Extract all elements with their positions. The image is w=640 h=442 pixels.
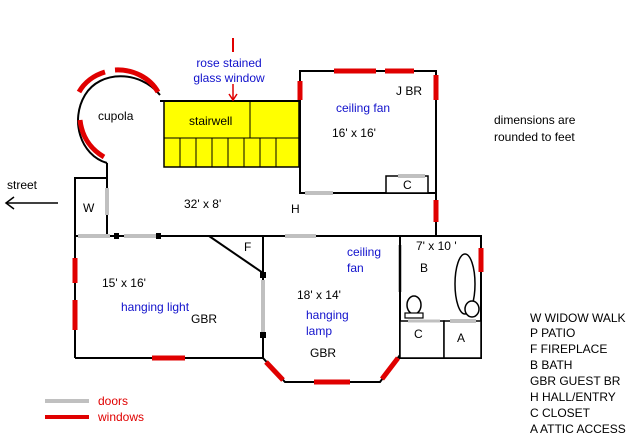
fireplace	[208, 235, 264, 275]
center-ceiling-fan-label-1: ceiling	[347, 245, 381, 259]
bath-closet	[399, 320, 445, 359]
hall-dimension: 32' x 8'	[184, 197, 221, 211]
jbr-ceiling-fan-label: ceiling fan	[336, 101, 390, 115]
center-gbr-label: GBR	[310, 346, 336, 360]
left-gbr-room	[72, 236, 266, 361]
key-item: GBR GUEST BR	[530, 374, 621, 388]
bath-room	[399, 235, 484, 359]
center-gbr-window-1	[264, 360, 285, 382]
jbr-room	[297, 68, 439, 195]
bath-closet-label: C	[414, 327, 423, 341]
street-label: street	[7, 178, 38, 192]
attic-label: A	[457, 331, 465, 345]
cupola-window-1	[76, 69, 106, 94]
key-item: F FIREPLACE	[530, 342, 607, 356]
dimensions-note-2: rounded to feet	[494, 130, 575, 144]
rose-window-label-1: rose stained	[196, 56, 261, 70]
key-item: B BATH	[530, 358, 572, 372]
dimensions-note-1: dimensions are	[494, 113, 576, 127]
hanging-light-label: hanging light	[121, 300, 190, 314]
bath-label: B	[420, 261, 428, 275]
stairwell-label: stairwell	[189, 114, 232, 128]
key-item: A ATTIC ACCESS	[530, 422, 626, 436]
center-gbr-dimension: 18' x 14'	[297, 288, 341, 302]
fireplace-label: F	[244, 240, 251, 254]
cupola-window-3	[77, 119, 106, 160]
street-arrow	[4, 196, 58, 210]
stairwell	[163, 100, 300, 168]
key-item: H HALL/ENTRY	[530, 390, 616, 404]
widow-walk-label: W	[83, 201, 95, 215]
jbr-dimension: 16' x 16'	[332, 126, 376, 140]
cupola-label: cupola	[98, 109, 134, 123]
key-list: W WIDOW WALK P PATIO F FIREPLACE B BATH …	[530, 311, 626, 436]
hall-label: H	[291, 202, 300, 216]
key-item: C CLOSET	[530, 406, 591, 420]
left-gbr-label: GBR	[191, 312, 217, 326]
cupola-room	[76, 67, 161, 164]
hanging-lamp-label-2: lamp	[306, 324, 332, 338]
hanging-lamp-label-1: hanging	[306, 308, 349, 322]
center-ceiling-fan-label-2: fan	[347, 261, 364, 275]
left-gbr-dimension: 15' x 16'	[102, 276, 146, 290]
center-gbr-window-3	[380, 356, 400, 381]
jbr-closet-label: C	[403, 178, 412, 192]
key-item: W WIDOW WALK	[530, 311, 626, 325]
key-item: P PATIO	[530, 326, 575, 340]
legend-doors-label: doors	[98, 394, 128, 408]
cupola-window-2	[114, 67, 161, 94]
bathtub	[454, 253, 476, 315]
legend-windows-label: windows	[97, 410, 144, 424]
sink	[464, 300, 480, 318]
rose-window-label-2: glass window	[193, 71, 265, 85]
jbr-label: J BR	[396, 84, 422, 98]
bath-dimension: 7' x 10 '	[416, 239, 457, 253]
toilet	[406, 295, 422, 315]
